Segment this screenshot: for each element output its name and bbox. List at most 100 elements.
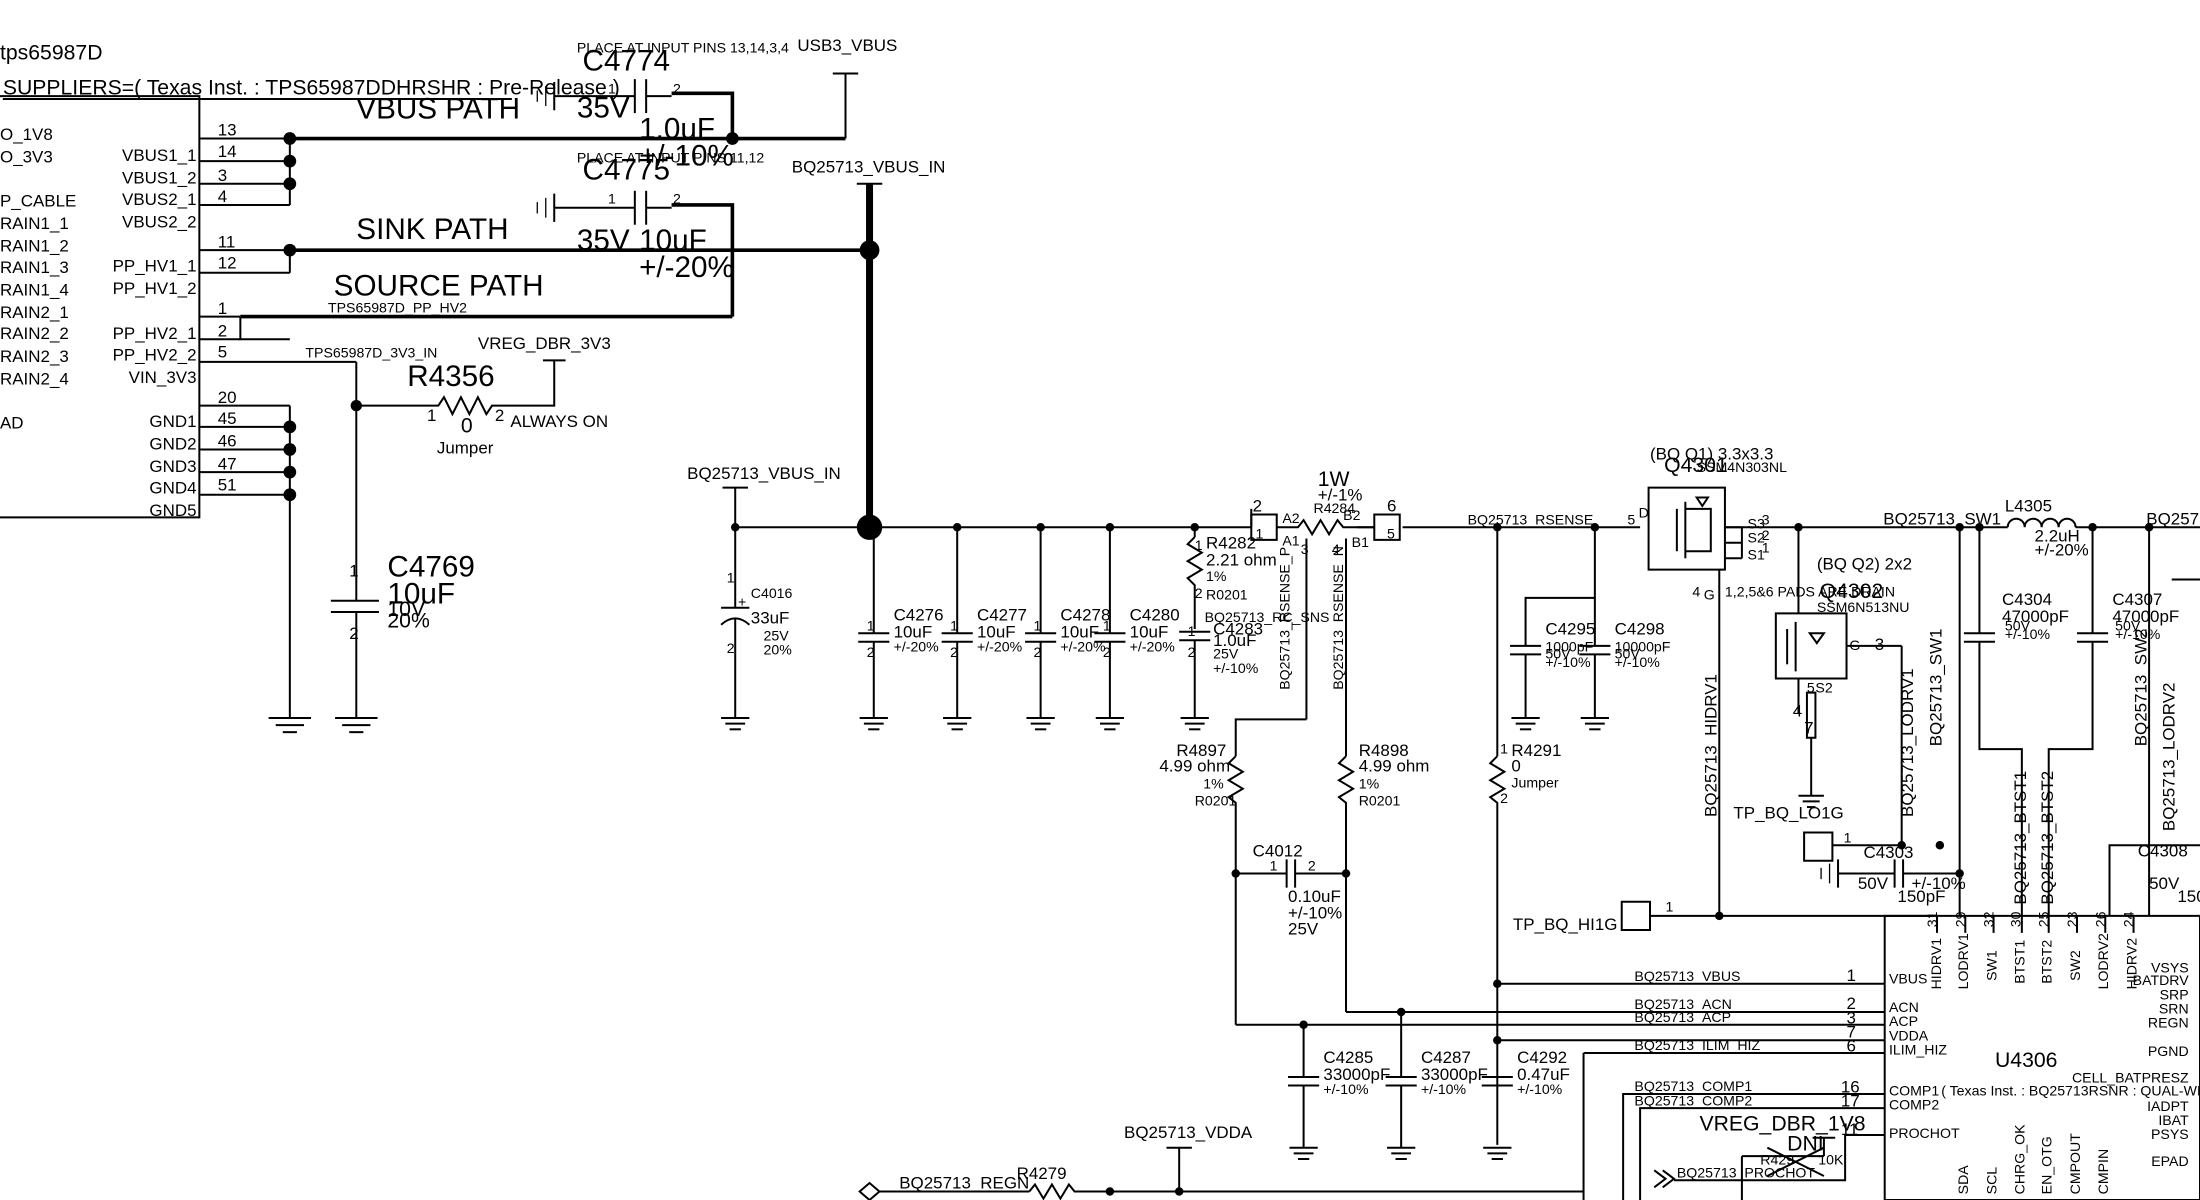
ic-left-label: AD <box>0 413 24 432</box>
pin-name: GND3 <box>149 457 196 476</box>
component-ref: C4308 <box>2138 842 2188 861</box>
inductor-l4305: L4305 2.2uH +/-20% <box>2005 497 2089 560</box>
pin-number: 26 <box>2092 911 2108 927</box>
capacitor-c4303: C4303 50V 150pF +/-10% <box>1821 843 1966 906</box>
resistor-r4898: R4898 4.99 ohm 1% R0201 <box>1339 741 1429 1012</box>
pin-number: 45 <box>218 409 237 428</box>
pin-name: VIN_3V3 <box>129 368 197 387</box>
svg-text:1: 1 <box>427 406 436 425</box>
svg-text:1: 1 <box>608 191 616 207</box>
component-ref: R4291 <box>1511 741 1561 760</box>
component-value: 10uF <box>977 622 1016 641</box>
net-hidrv1: BQ25713_HIDRV1 <box>1701 674 1720 817</box>
capacitor-c4285: C4285 33000pF +/-10% <box>1288 1025 1390 1148</box>
svg-text:5: 5 <box>1807 680 1815 696</box>
svg-text:2: 2 <box>673 191 681 207</box>
pin-name: PP_HV2_2 <box>113 345 197 364</box>
svg-text:S2: S2 <box>1815 680 1832 696</box>
component-tolerance: 20% <box>387 610 430 633</box>
svg-text:2: 2 <box>1188 644 1196 660</box>
net-usb3-vbus: USB3_VBUS <box>797 36 897 55</box>
component-value: 0 <box>461 415 473 438</box>
net-lodrv1: BQ25713_LODRV1 <box>1898 668 1917 817</box>
pin-name: PP_HV1_1 <box>113 256 197 275</box>
component-voltage: 25V <box>763 627 789 643</box>
always-on-label: ALWAYS ON <box>510 412 608 431</box>
ic-left-label: RAIN2_1 <box>0 303 69 322</box>
q1-part: SSM4N303NL <box>1697 459 1787 475</box>
svg-text:A1: A1 <box>1282 533 1299 549</box>
component-tolerance: +/-10% <box>1288 904 1342 923</box>
pin-number: 12 <box>218 254 237 273</box>
svg-text:2: 2 <box>495 406 504 425</box>
component-tolerance: +/-20% <box>639 251 734 284</box>
pin-name: SW2 <box>2067 950 2083 981</box>
component-tolerance: +/-10% <box>639 139 734 172</box>
component-ref: R4356 <box>407 360 494 393</box>
pin-name: CMPIN <box>2095 1149 2111 1195</box>
component-value: 33000pF <box>1421 1065 1488 1084</box>
component-tolerance: +/-10% <box>1912 874 1966 893</box>
component-tolerance: +/-10% <box>2005 626 2051 642</box>
component-value: 47000pF <box>2002 607 2069 626</box>
component-ref: C4303 <box>1863 843 1913 862</box>
component-value: 10uF <box>1130 622 1169 641</box>
ic-left-label: RAIN2_2 <box>0 324 69 343</box>
ground-icon <box>269 718 378 732</box>
svg-text:1: 1 <box>950 617 958 633</box>
net-label: BQ25713_ACP <box>1634 1009 1731 1025</box>
ic-left-label: RAIN2_4 <box>0 369 69 388</box>
net-vdda: BQ25713_VDDA <box>1124 1123 1253 1142</box>
svg-text:3: 3 <box>1762 511 1770 527</box>
pin-number: 3 <box>1847 1008 1856 1027</box>
svg-text:4: 4 <box>1332 541 1340 557</box>
resistor-r4282: 12 R4282 2.21 ohm 1% R0201 BQ25713_RC_SN… <box>1188 527 1330 629</box>
r4293-ref: R429 <box>1760 1152 1794 1168</box>
component-tolerance: +/-20% <box>1130 639 1176 655</box>
component-ref: C4287 <box>1421 1048 1471 1067</box>
component-value: 10uF <box>894 622 933 641</box>
component-voltage: 50V <box>1545 646 1571 662</box>
pin-number: 11 <box>218 232 236 251</box>
pin-name: VBUS1_1 <box>122 146 196 165</box>
pin-number: 29 <box>1952 911 1968 927</box>
pin-number: 6 <box>1847 1037 1856 1056</box>
svg-text:2: 2 <box>950 644 958 660</box>
net-rsense-p: BQ25713_RSENSE_P <box>1276 547 1292 690</box>
component-voltage: 50V <box>2149 874 2180 893</box>
net-btst1: BQ25713_BTST1 <box>2011 771 2030 905</box>
component-voltage: 50V <box>2115 617 2141 633</box>
svg-text:2: 2 <box>1500 790 1508 806</box>
net-sw2: BQ25713_SW2 <box>2131 628 2150 746</box>
ic-left-label: P_CABLE <box>0 191 76 210</box>
component-ref: C4278 <box>1060 605 1110 624</box>
u4306-left-nets: BQ25713_VBUS BQ25713_ACN BQ25713_ACP BQ2… <box>1236 968 1885 1200</box>
component-value: 33uF <box>751 608 790 627</box>
component-tolerance: +/-10% <box>1517 1081 1563 1097</box>
pin-name: CHRG_OK <box>2012 1124 2028 1194</box>
pin-number: 47 <box>218 454 237 473</box>
pin-name: BTST2 <box>2039 940 2055 984</box>
source-path-label: SOURCE PATH <box>334 269 544 302</box>
capacitor-c4304: C4304 47000pF 50V +/-10% <box>2002 590 2069 642</box>
pin-name: VBUS2_1 <box>122 190 196 209</box>
capacitor-c4775: PLACE AT INPUT PINS 11,12 C4775 35V 10uF… <box>537 150 764 284</box>
component-ref: C4769 <box>387 551 474 584</box>
component-tolerance: +/-10% <box>1213 660 1259 676</box>
svg-text:2: 2 <box>1034 644 1042 660</box>
pin-name: VBUS2_2 <box>122 213 196 232</box>
component-voltage: 25V <box>1213 646 1239 662</box>
net-rc-sns: BQ25713_RC_SNS <box>1205 609 1330 625</box>
component-ref: R4282 <box>1206 533 1256 552</box>
component-tolerance: 1% <box>1203 776 1224 792</box>
net-regn: BQ25713_REGN <box>899 1174 1029 1193</box>
component-note: Jumper <box>437 439 494 458</box>
component-value: 4.99 ohm <box>1359 757 1430 776</box>
component-tolerance: +/-20% <box>977 639 1023 655</box>
component-tolerance: +/-1% <box>1318 485 1363 504</box>
component-voltage: 35V <box>577 224 630 257</box>
component-voltage: 50V <box>1615 646 1641 662</box>
